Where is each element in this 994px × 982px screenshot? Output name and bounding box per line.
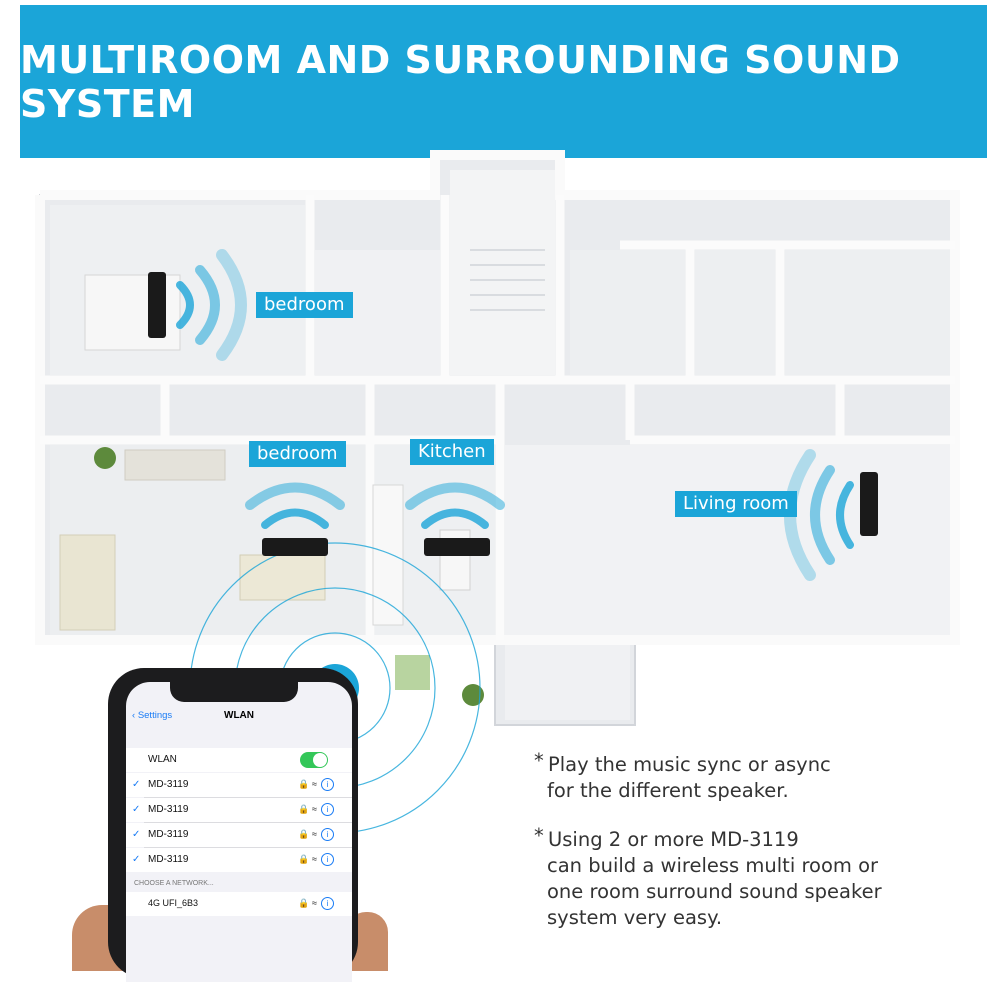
network-row-other[interactable]: 4G UFI_6B3 🔒 ≈i xyxy=(126,892,352,916)
phone-page-title: WLAN xyxy=(224,710,254,721)
stairs xyxy=(470,249,545,311)
room-right-3 xyxy=(785,250,950,375)
divider xyxy=(144,797,352,798)
network-row[interactable]: ✓ MD-3119 🔒 ≈i xyxy=(126,848,352,872)
room-bottom xyxy=(505,645,630,720)
shelf xyxy=(59,534,116,631)
note-multiroom: * Using 2 or more MD-3119 can build a wi… xyxy=(534,824,882,931)
label-living-room: Living room xyxy=(675,491,797,517)
banner-title: MULTIROOM AND SURROUNDING SOUND SYSTEM xyxy=(20,37,901,126)
network-status-icons: 🔒 ≈i xyxy=(298,897,334,910)
check-icon: ✓ xyxy=(132,854,141,865)
note-multiroom-line-3: one room surround sound speaker xyxy=(547,880,882,903)
phone-notch xyxy=(170,680,298,702)
small-table xyxy=(395,655,430,690)
check-icon: ✓ xyxy=(132,804,141,815)
speaker-bedroom-top xyxy=(148,272,166,338)
back-label: Settings xyxy=(137,710,173,721)
phone-navbar: ‹ Settings WLAN xyxy=(126,704,352,726)
back-button[interactable]: ‹ Settings xyxy=(132,710,172,721)
room-living xyxy=(505,445,950,635)
chevron-left-icon: ‹ xyxy=(132,710,136,721)
network-name: 4G UFI_6B3 xyxy=(148,898,199,908)
room-stairs xyxy=(450,170,555,375)
info-icon[interactable]: i xyxy=(321,828,334,841)
network-status-icons: 🔒 ≈i xyxy=(298,828,334,841)
network-row[interactable]: ✓ MD-3119 🔒 ≈i xyxy=(126,823,352,847)
label-kitchen: Kitchen xyxy=(410,439,494,465)
speaker-bedroom-mid xyxy=(262,538,328,556)
note-multiroom-line-1: Using 2 or more MD-3119 xyxy=(548,828,799,851)
network-name: MD-3119 xyxy=(148,854,189,865)
wlan-toggle-row: WLAN xyxy=(126,748,352,772)
info-icon[interactable]: i xyxy=(321,778,334,791)
info-icon[interactable]: i xyxy=(321,853,334,866)
plant-1 xyxy=(94,447,116,469)
note-sync-line-1: Play the music sync or async xyxy=(548,753,831,776)
network-row[interactable]: ✓ MD-3119 🔒 ≈i xyxy=(126,798,352,822)
kitchen-counter xyxy=(372,484,404,626)
check-icon: ✓ xyxy=(132,779,141,790)
choose-network-header: CHOOSE A NETWORK... xyxy=(134,880,214,887)
info-icon[interactable]: i xyxy=(321,897,334,910)
network-status-icons: 🔒 ≈i xyxy=(298,803,334,816)
note-multiroom-line-2: can build a wireless multi room or xyxy=(547,854,879,877)
check-icon: ✓ xyxy=(132,829,141,840)
label-bedroom-top: bedroom xyxy=(256,292,353,318)
wlan-label: WLAN xyxy=(148,754,177,765)
network-status-icons: 🔒 ≈i xyxy=(298,853,334,866)
network-name: MD-3119 xyxy=(148,804,189,815)
room-right-1 xyxy=(570,250,685,375)
info-icon[interactable]: i xyxy=(321,803,334,816)
note-multiroom-line-4: system very easy. xyxy=(547,906,723,929)
network-row[interactable]: ✓ MD-3119 🔒 ≈i xyxy=(126,773,352,797)
divider xyxy=(144,822,352,823)
table xyxy=(239,554,326,601)
note-sync-star: * xyxy=(534,749,544,772)
phone-screen: ‹ Settings WLAN WLAN ✓ MD-3119 🔒 ≈i ✓ MD… xyxy=(126,682,352,982)
sofa xyxy=(124,449,226,481)
room-right-2 xyxy=(695,250,775,375)
network-name: MD-3119 xyxy=(148,829,189,840)
network-status-icons: 🔒 ≈i xyxy=(298,778,334,791)
label-bedroom-mid: bedroom xyxy=(249,441,346,467)
network-name: MD-3119 xyxy=(148,779,189,790)
speaker-living xyxy=(860,472,878,536)
title-banner: MULTIROOM AND SURROUNDING SOUND SYSTEM xyxy=(20,5,987,158)
note-multiroom-star: * xyxy=(534,824,544,847)
divider xyxy=(144,847,352,848)
plant-2 xyxy=(462,684,484,706)
wlan-toggle[interactable] xyxy=(300,752,328,768)
speaker-kitchen xyxy=(424,538,490,556)
note-sync-line-2: for the different speaker. xyxy=(547,779,789,802)
note-sync: * Play the music sync or async for the d… xyxy=(534,749,831,804)
